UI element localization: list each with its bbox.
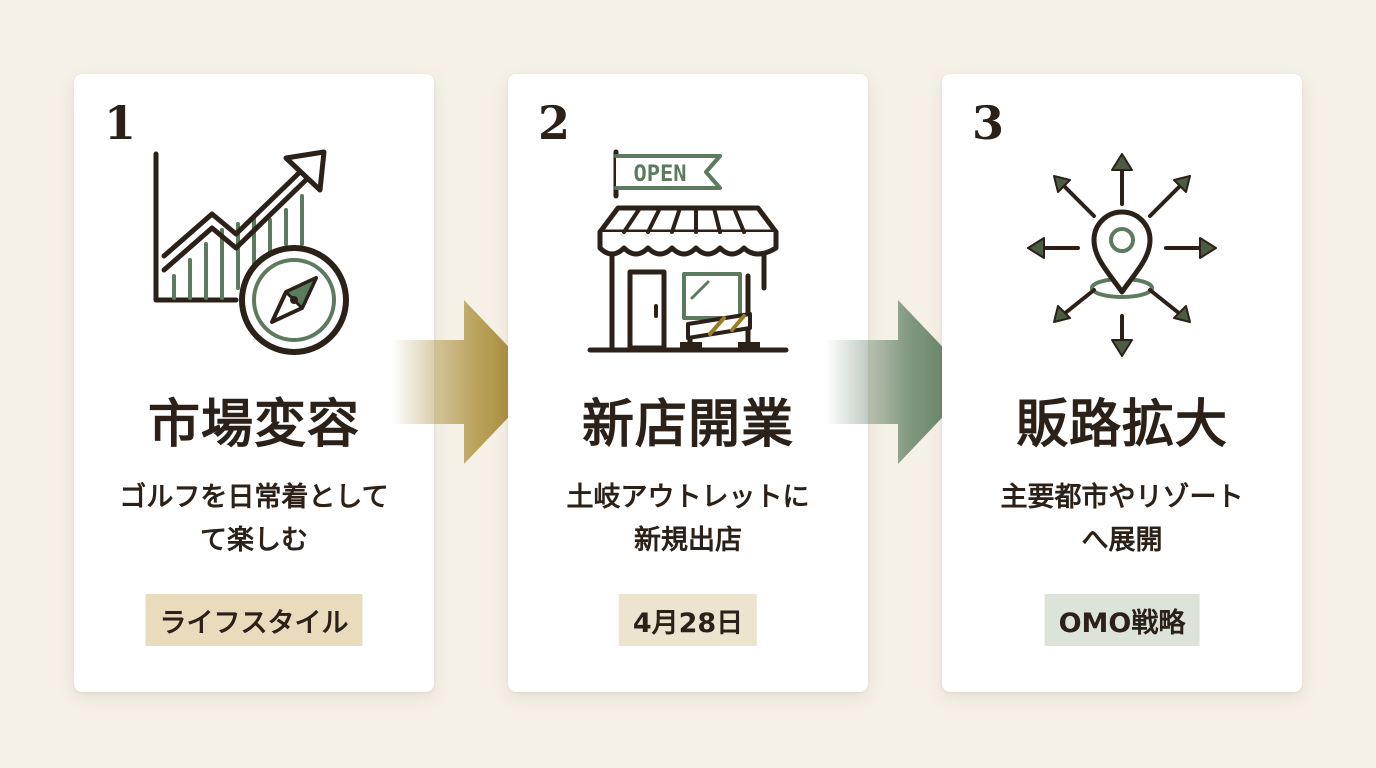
description-line: 新規出店	[634, 525, 742, 557]
step-number: 2	[538, 96, 571, 150]
step-number: 1	[104, 96, 137, 150]
growth-chart-compass-icon	[144, 148, 364, 368]
step-card-channel-expansion: 3	[942, 74, 1302, 692]
card-title: 新店開業	[581, 394, 794, 455]
card-title: 販路拡大	[1015, 394, 1228, 455]
card-description: 土岐アウトレットに 新規出店	[528, 476, 848, 562]
location-pin-expansion-icon	[1012, 148, 1232, 368]
description-line: 主要都市やリゾート	[1000, 482, 1244, 513]
card-description: 主要都市やリゾート へ展開	[962, 476, 1282, 562]
open-storefront-icon: OPEN	[578, 148, 798, 368]
flow-arrow-right-icon	[826, 300, 976, 470]
open-sign-text: OPEN	[634, 162, 687, 187]
card-description: ゴルフを日常着として て楽しむ	[94, 476, 414, 562]
card-title: 市場変容	[147, 394, 360, 455]
description-line: へ展開	[1081, 525, 1163, 557]
description-line: て楽しむ	[200, 525, 308, 557]
description-line: 土岐アウトレットに	[566, 482, 810, 513]
tag-badge: 4月28日	[618, 594, 758, 646]
step-number: 3	[972, 96, 1005, 150]
tag-badge: OMO戦略	[1044, 594, 1200, 646]
description-line: ゴルフを日常着として	[119, 482, 389, 513]
step-card-market-change: 1	[74, 74, 434, 692]
flow-arrow-right-icon	[392, 300, 542, 470]
step-card-new-store: 2 OPEN	[508, 74, 868, 692]
tag-badge: ライフスタイル	[145, 594, 363, 646]
